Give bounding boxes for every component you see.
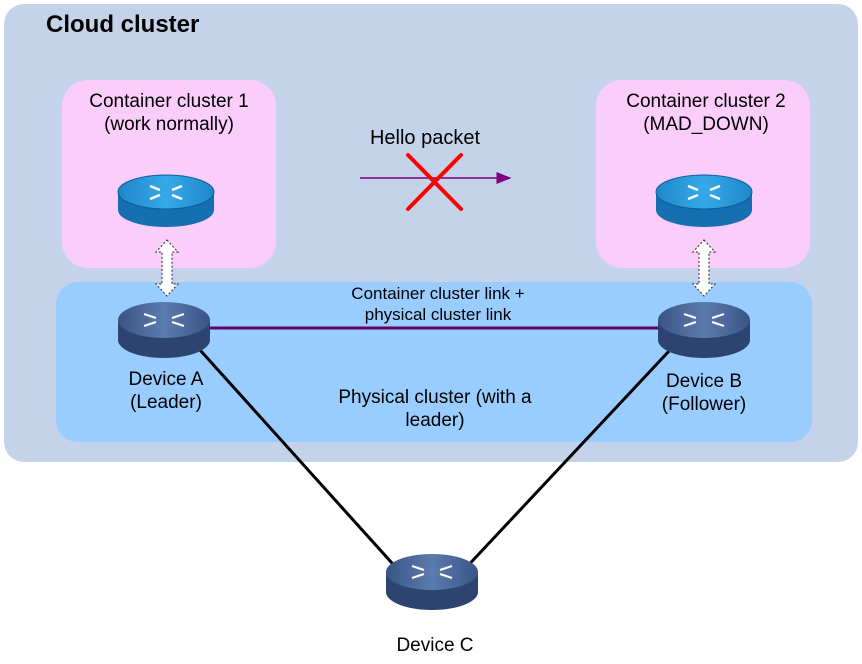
device-a-role: (Leader) — [130, 392, 202, 414]
router-icon — [655, 174, 753, 227]
link-a-c — [198, 348, 402, 574]
container-cluster-2-region — [596, 80, 810, 268]
device-b-name: Device B — [665, 371, 743, 392]
container-cluster-1-name: Container cluster 1 — [89, 91, 249, 112]
device-b-role: (Follower) — [661, 394, 747, 416]
container-cluster-1-label: Container cluster 1 (work normally) — [59, 90, 279, 136]
double-arrow-icon — [154, 239, 180, 297]
router-icon — [117, 174, 215, 227]
cross-icon — [406, 153, 463, 211]
container-cluster-2-name: Container cluster 2 — [626, 91, 786, 112]
link-b-c — [460, 348, 672, 574]
container-cluster-1-status: (work normally) — [104, 114, 234, 136]
physical-cluster-label: Physical cluster (with a leader) — [300, 386, 570, 432]
device-c-label: Device C — [396, 635, 474, 656]
device-a-label: Device A (Leader) — [101, 368, 231, 414]
double-arrow-icon — [691, 239, 717, 297]
hello-packet-label: Hello packet — [369, 127, 481, 149]
container-cluster-2-label: Container cluster 2 (MAD_DOWN) — [596, 90, 816, 136]
switch-icon — [386, 554, 478, 610]
physical-cluster-line2: leader) — [405, 410, 465, 432]
physical-cluster-line1: Physical cluster (with a — [338, 387, 532, 408]
cloud-cluster-title: Cloud cluster — [46, 11, 200, 38]
device-b-label: Device B (Follower) — [639, 370, 769, 416]
container-cluster-1-region — [62, 80, 276, 268]
device-a-name: Device A — [128, 369, 204, 390]
cluster-link-line1: Container cluster link + — [351, 284, 525, 303]
cluster-link-line2: physical cluster link — [364, 304, 512, 324]
switch-icon — [118, 302, 210, 358]
cluster-link-label: Container cluster link + physical cluste… — [318, 284, 558, 325]
container-cluster-2-status: (MAD_DOWN) — [643, 114, 769, 136]
switch-icon — [658, 302, 750, 358]
